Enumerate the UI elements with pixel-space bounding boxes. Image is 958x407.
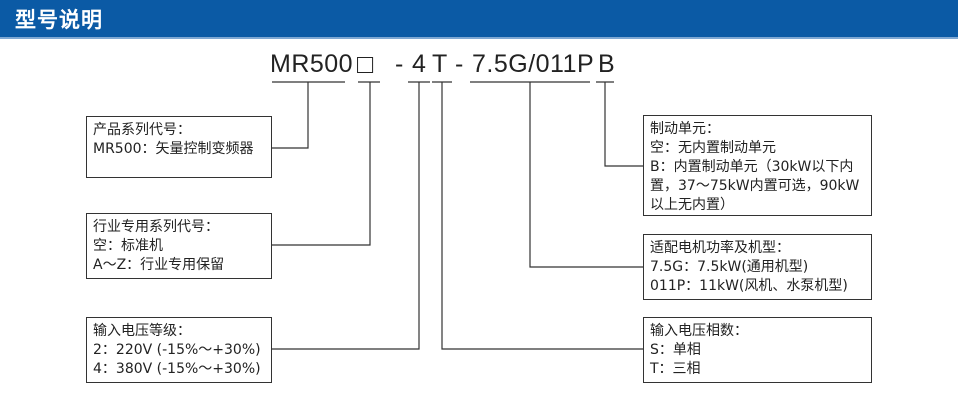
model-voltage-code: 4	[412, 50, 427, 78]
brake-unit-title: 制动单元：	[650, 121, 720, 137]
industry-code-box: 行业专用系列代号： 空：标准机 A～Z：行业专用保留	[86, 213, 272, 279]
voltage-level-line-1: 2：220V (-15%～+30%)	[93, 342, 261, 358]
connector-series	[272, 82, 309, 149]
phase-count-line-2: T：三相	[650, 361, 701, 377]
model-phase-code: T	[432, 50, 448, 78]
model-dash-2: -	[455, 50, 464, 78]
model-brake-code: B	[598, 50, 616, 78]
phase-count-line-1: S：单相	[650, 342, 701, 358]
section-header: 型号说明	[0, 0, 958, 37]
motor-power-title: 适配电机功率及机型：	[650, 240, 790, 256]
voltage-level-title: 输入电压等级：	[93, 323, 191, 339]
motor-power-box: 适配电机功率及机型： 7.5G：7.5kW(通用机型) 011P：11kW(风机…	[643, 234, 872, 300]
series-code-line-1: MR500：矢量控制变频器	[93, 141, 254, 157]
motor-power-line-2: 011P：11kW(风机、水泵机型)	[650, 278, 848, 294]
voltage-level-box: 输入电压等级： 2：220V (-15%～+30%) 4：380V (-15%～…	[86, 317, 272, 383]
brake-unit-line-1: 空：无内置制动单元	[650, 140, 776, 156]
model-prefix: MR500	[270, 50, 354, 78]
connector-brake	[604, 82, 643, 167]
section-title: 型号说明	[15, 8, 103, 32]
connector-motor	[529, 82, 643, 268]
industry-code-line-1: 空：标准机	[93, 238, 163, 254]
phase-count-box: 输入电压相数： S：单相 T：三相	[643, 317, 872, 383]
connector-phase	[441, 82, 643, 350]
model-power-code: 7.5G/011P	[472, 50, 595, 78]
series-code-box: 产品系列代号： MR500：矢量控制变频器	[86, 116, 272, 178]
industry-code-title: 行业专用系列代号：	[93, 219, 219, 235]
brake-unit-line-2: B：内置制动单元（30kW以下内	[650, 159, 854, 175]
phase-count-title: 输入电压相数：	[650, 323, 748, 339]
connector-voltage	[272, 82, 420, 350]
model-placeholder-box: □	[357, 49, 374, 79]
header-divider	[0, 37, 958, 39]
industry-code-line-2: A～Z：行业专用保留	[93, 257, 225, 273]
motor-power-line-1: 7.5G：7.5kW(通用机型)	[650, 259, 809, 275]
voltage-level-line-2: 4：380V (-15%～+30%)	[93, 361, 261, 377]
brake-unit-line-3: 置，37～75kW内置可选，90kW	[650, 178, 860, 194]
brake-unit-box: 制动单元： 空：无内置制动单元 B：内置制动单元（30kW以下内 置，37～75…	[643, 115, 872, 216]
series-code-title: 产品系列代号：	[93, 122, 191, 138]
brake-unit-line-4: 以上无内置）	[650, 197, 734, 213]
connector-industry	[272, 82, 371, 246]
model-dash-1: -	[395, 50, 404, 78]
